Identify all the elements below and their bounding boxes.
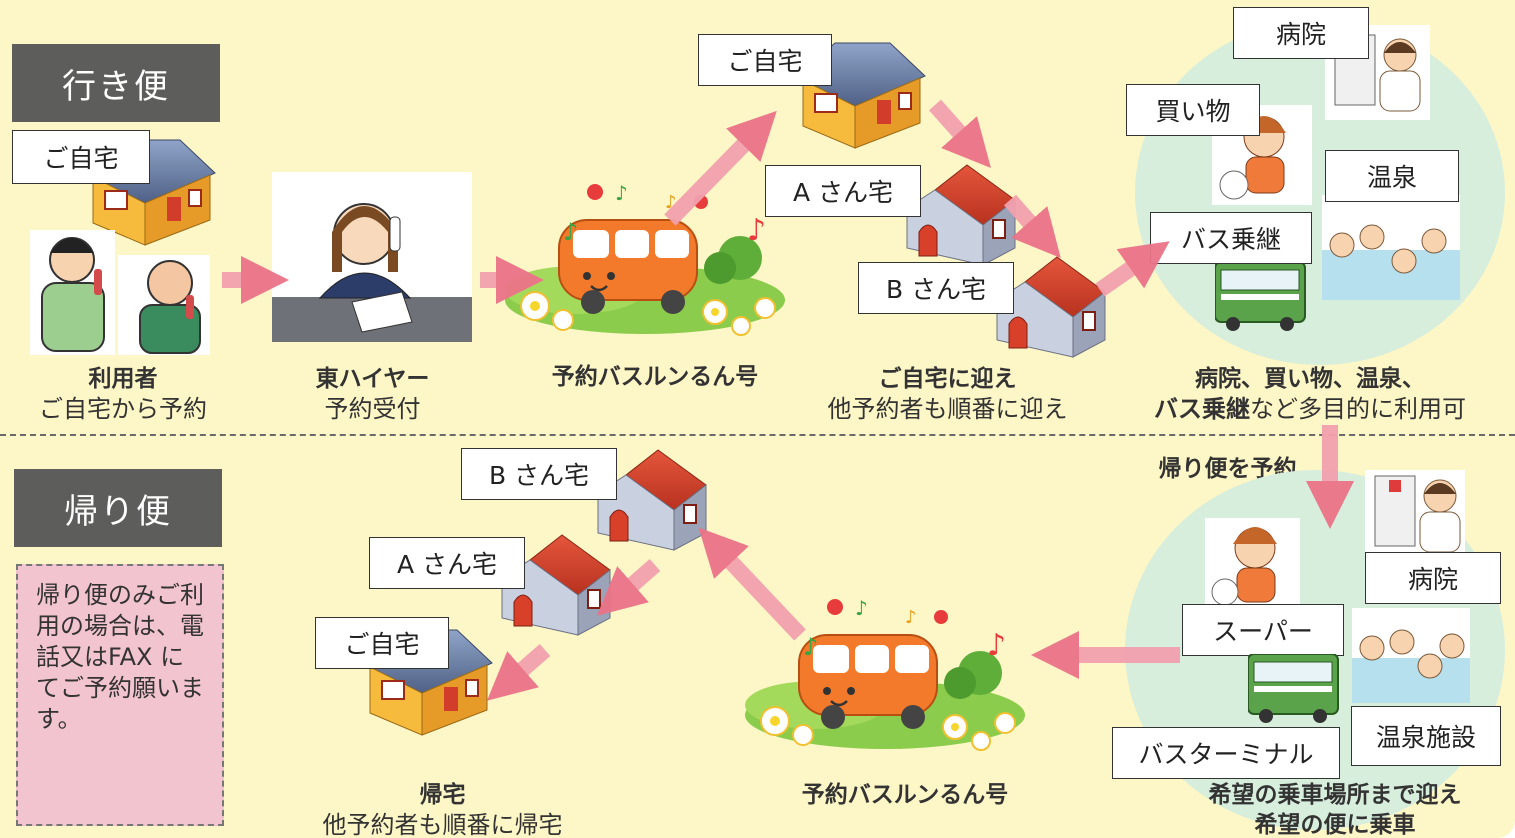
arrow-a-to-home bbox=[486, 643, 551, 701]
return-only-note: 帰り便のみご利用の場合は、電話又はFAX にてご予約願います。 bbox=[16, 564, 224, 826]
operator-caption-title: 東ハイヤー bbox=[315, 366, 430, 392]
bus-caption-return-text: 予約バスルンるん号 bbox=[801, 782, 1009, 808]
arrow-b-to-destinations bbox=[1095, 241, 1170, 297]
return-pickup-caption: 希望の乗車場所まで迎え 希望の便に乗車 bbox=[1170, 780, 1500, 838]
home-return-caption-title: 帰宅 bbox=[419, 782, 466, 808]
pickup-caption-title: ご自宅に迎え bbox=[878, 366, 1017, 392]
supermarket-label-return: スーパー bbox=[1182, 604, 1344, 656]
hot-spring-facility-label-return: 温泉施設 bbox=[1351, 706, 1501, 766]
bus-caption-outbound-text: 予約バスルンるん号 bbox=[551, 364, 759, 390]
hospital-label-outbound: 病院 bbox=[1233, 7, 1369, 59]
house-a-label-outbound: A さん宅 bbox=[765, 165, 921, 217]
destinations-caption-line2: など多目的に利用可 bbox=[1250, 395, 1466, 423]
bus-terminal-label-return: バスターミナル bbox=[1112, 727, 1340, 779]
arrow-bus-to-b bbox=[698, 527, 806, 641]
arrow-home-to-a bbox=[929, 99, 991, 168]
return-pickup-caption-line2: 希望の便に乗車 bbox=[1254, 812, 1416, 838]
destinations-caption-line1: 病院、買い物、温泉、 bbox=[1195, 366, 1425, 392]
user-caption-title: 利用者 bbox=[88, 366, 158, 392]
operator-illustration bbox=[272, 172, 472, 342]
operator-caption: 東ハイヤー 予約受付 bbox=[270, 364, 475, 424]
destinations-caption-bold: バス乗継 bbox=[1154, 395, 1250, 423]
home-return-caption: 帰宅 他予約者も順番に帰宅 bbox=[300, 780, 585, 838]
house-a-label-return: A さん宅 bbox=[369, 537, 525, 589]
hot-spring-illustration-return bbox=[1352, 608, 1470, 703]
user-illustration bbox=[30, 135, 220, 360]
user-caption: 利用者 ご自宅から予約 bbox=[18, 364, 228, 424]
operator-caption-text: 予約受付 bbox=[324, 395, 421, 423]
section-divider bbox=[0, 434, 1515, 436]
home-label-return: ご自宅 bbox=[315, 617, 449, 669]
arrow-b-to-a bbox=[596, 558, 661, 616]
outbound-label: 行き便 bbox=[12, 44, 220, 122]
hospital-illustration-return bbox=[1365, 470, 1465, 555]
hot-spring-label-outbound: 温泉 bbox=[1325, 150, 1459, 202]
house-b-label-outbound: B さん宅 bbox=[858, 262, 1014, 314]
shopping-illustration-return bbox=[1205, 518, 1300, 608]
house-b-label-return: B さん宅 bbox=[461, 448, 617, 500]
bus-caption-return: 予約バスルンるん号 bbox=[770, 780, 1040, 810]
arrow-a-to-b bbox=[1003, 194, 1061, 259]
hospital-label-return: 病院 bbox=[1365, 552, 1501, 604]
return-pickup-caption-line1: 希望の乗車場所まで迎え bbox=[1208, 782, 1462, 808]
pickup-caption-text: 他予約者も順番に迎え bbox=[827, 395, 1068, 423]
hot-spring-illustration-outbound bbox=[1322, 195, 1460, 300]
home-return-caption-text: 他予約者も順番に帰宅 bbox=[322, 811, 563, 838]
user-caption-text: ご自宅から予約 bbox=[39, 395, 207, 423]
arrow-bus-to-home bbox=[664, 110, 777, 226]
shopping-label-outbound: 買い物 bbox=[1126, 84, 1260, 136]
bus-transfer-label-outbound: バス乗継 bbox=[1150, 212, 1312, 264]
return-label: 帰り便 bbox=[14, 469, 222, 547]
bus-caption-outbound: 予約バスルンるん号 bbox=[520, 362, 790, 392]
pickup-caption: ご自宅に迎え 他予約者も順番に迎え bbox=[795, 364, 1100, 424]
home-label-user: ご自宅 bbox=[12, 130, 150, 184]
home-label-outbound: ご自宅 bbox=[698, 34, 832, 86]
destinations-caption: 病院、買い物、温泉、 バス乗継など多目的に利用可 bbox=[1125, 364, 1495, 424]
